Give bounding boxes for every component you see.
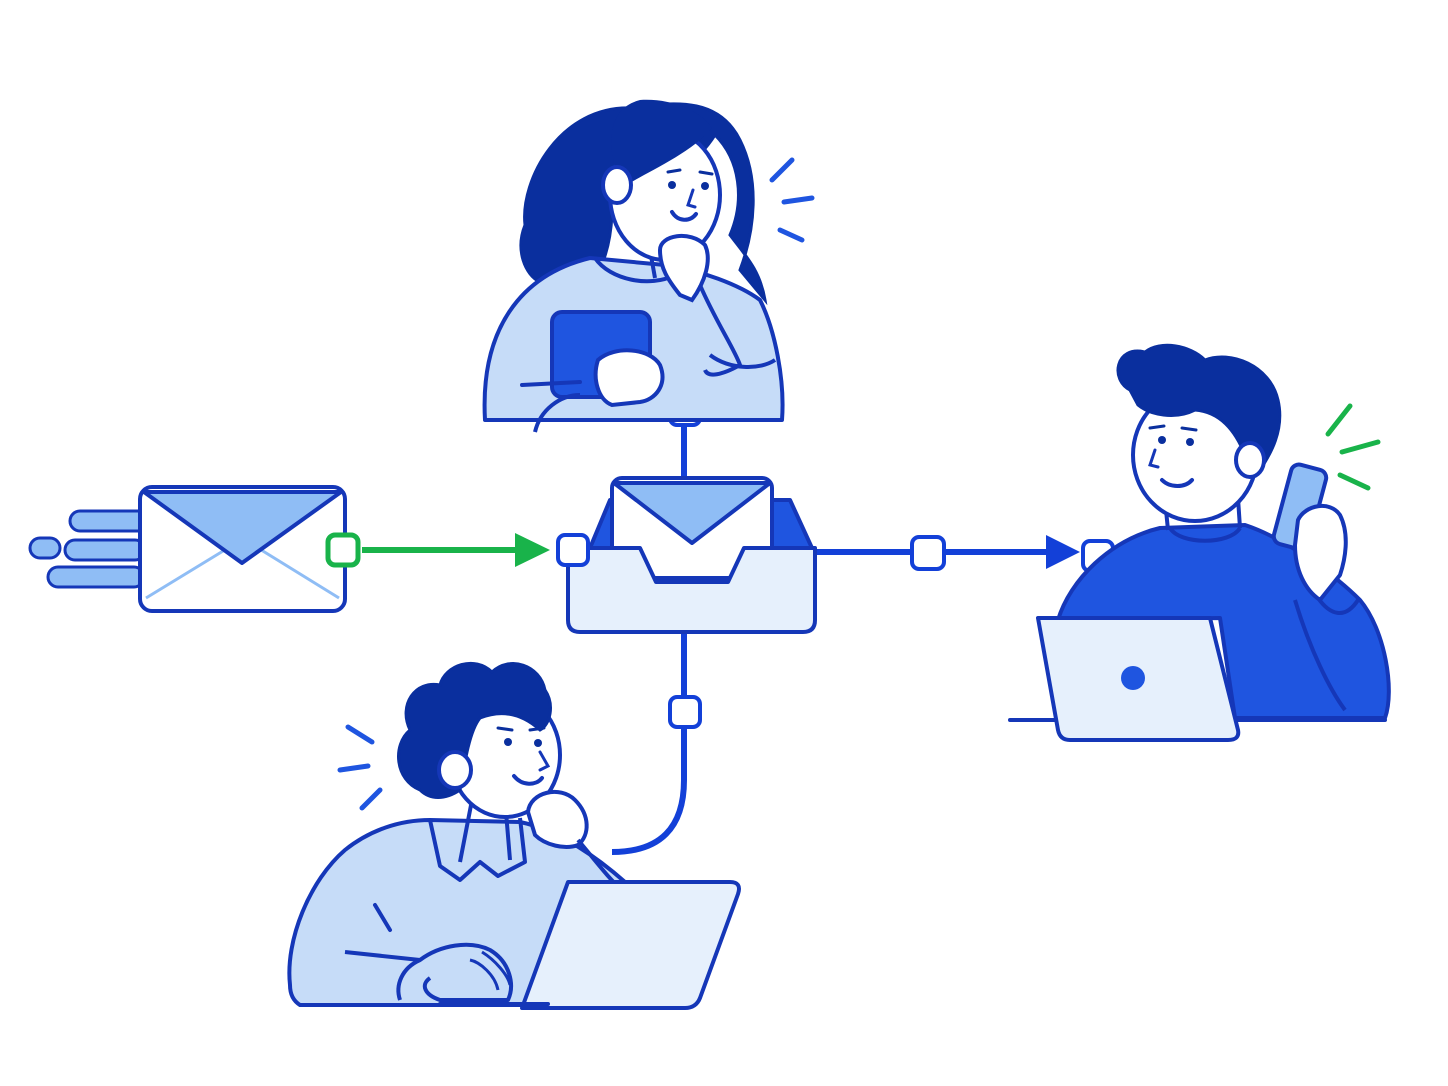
person-man-with-phone (1008, 343, 1391, 742)
person-woman-with-tablet (482, 99, 785, 433)
connector-node-icon (910, 535, 946, 571)
arrow-head-green-icon (515, 533, 550, 567)
attention-lines-icon (1325, 403, 1381, 491)
connector-node-icon (668, 695, 702, 729)
inbox-tray-icon (566, 476, 817, 634)
connector-lines (362, 420, 1080, 855)
laptop-logo-icon (1121, 666, 1145, 690)
line-inbox-to-bottom-man (611, 632, 687, 855)
speed-lines-icon (28, 509, 152, 589)
inbox-envelope-icon (610, 476, 774, 580)
laptop-icon (1036, 616, 1241, 742)
connector-node-icon (325, 532, 361, 568)
laptop-icon (438, 880, 741, 1010)
connector-node-icon (556, 533, 590, 567)
attention-lines-icon (337, 724, 383, 811)
envelope-icon (138, 485, 347, 613)
attention-lines-icon (769, 157, 815, 243)
arrow-head-blue-icon (1046, 535, 1080, 569)
person-man-thinking-at-laptop (287, 661, 741, 1010)
